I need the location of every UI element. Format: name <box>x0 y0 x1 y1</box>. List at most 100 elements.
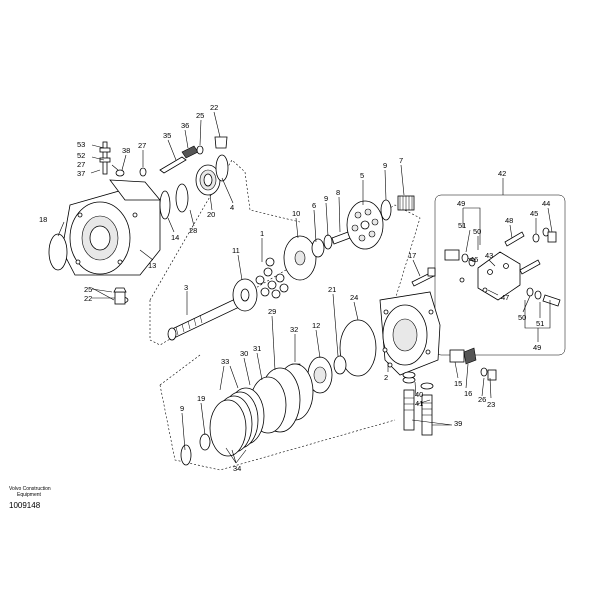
ball-guide <box>311 238 325 258</box>
callout-27-left: 27 <box>77 160 85 169</box>
callout-25-lower: 25 <box>84 285 92 294</box>
valve-block <box>477 251 521 301</box>
callout-36: 36 <box>181 121 189 130</box>
shim <box>323 234 333 250</box>
callout-25-upper: 25 <box>196 111 204 120</box>
callout-labels: 1 2 3 4 5 6 7 8 9 9 9 10 11 12 13 14 15 … <box>39 103 550 473</box>
callout-37: 37 <box>77 169 85 178</box>
bushing <box>196 145 204 155</box>
callout-34: 34 <box>233 464 241 473</box>
callout-7: 7 <box>399 156 403 165</box>
plug-washer <box>115 169 125 177</box>
callout-15: 15 <box>454 379 462 388</box>
motor-housing <box>61 179 161 276</box>
callout-43: 43 <box>485 251 493 260</box>
callout-6: 6 <box>312 201 316 210</box>
callout-48: 48 <box>505 216 513 225</box>
snap-ring <box>48 233 68 271</box>
callout-42: 42 <box>498 169 506 178</box>
collar <box>159 190 171 220</box>
relief-plug <box>99 141 111 175</box>
assembly-boundary-lower <box>159 354 396 471</box>
callout-50-bottom: 50 <box>518 313 526 322</box>
callout-32: 32 <box>290 325 298 334</box>
callout-23: 23 <box>487 400 495 409</box>
o-ring <box>380 199 392 221</box>
callout-12: 12 <box>312 321 320 330</box>
drawing-number: 1009148 <box>9 501 41 510</box>
bearing <box>195 164 221 196</box>
callout-44: 44 <box>542 199 550 208</box>
callout-9-upper: 9 <box>383 161 387 170</box>
callout-14: 14 <box>171 233 179 242</box>
callout-51-bottom: 51 <box>536 319 544 328</box>
callout-22-upper: 22 <box>210 103 218 112</box>
callout-47: 47 <box>501 293 509 302</box>
valve-plate <box>333 355 347 375</box>
drain-plug <box>114 291 126 305</box>
callout-20: 20 <box>207 210 215 219</box>
callout-9-lower: 9 <box>180 404 184 413</box>
callout-16: 16 <box>464 389 472 398</box>
callout-40: 40 <box>415 390 423 399</box>
plug-o-ring <box>480 367 488 377</box>
coil-spring <box>397 195 415 211</box>
brake-piston-shaft <box>159 145 199 174</box>
callout-50-top: 50 <box>473 227 481 236</box>
brake-piston <box>307 356 333 394</box>
callout-38: 38 <box>122 146 130 155</box>
callout-1: 1 <box>260 229 264 238</box>
callout-10: 10 <box>292 209 300 218</box>
callout-41: 41 <box>415 399 423 408</box>
valve-plug <box>487 369 497 381</box>
pin <box>382 347 388 353</box>
callout-52: 52 <box>77 151 85 160</box>
callout-29: 29 <box>268 307 276 316</box>
callout-24: 24 <box>350 293 358 302</box>
pin-2 <box>387 362 393 368</box>
bleed-plug <box>214 136 228 149</box>
callout-22-lower: 22 <box>84 294 92 303</box>
drawing-caption: Volvo Construction Equipment 1009148 <box>9 486 51 510</box>
callout-17: 17 <box>408 251 416 260</box>
callout-4: 4 <box>230 203 234 212</box>
piston-assembly <box>255 257 289 299</box>
thrust-ring <box>199 433 211 451</box>
check-valve <box>449 347 477 365</box>
callout-8: 8 <box>336 188 340 197</box>
callout-30: 30 <box>240 349 248 358</box>
callout-27-right: 27 <box>138 141 146 150</box>
leader-lines <box>57 111 553 464</box>
callout-28: 28 <box>189 226 197 235</box>
callout-53: 53 <box>77 140 85 149</box>
callout-49-top: 49 <box>457 199 465 208</box>
manufacturer-subtitle: Equipment <box>17 492 41 498</box>
callout-31: 31 <box>253 344 261 353</box>
seal-ring <box>215 154 229 182</box>
cylinder-block <box>346 200 384 250</box>
callout-35: 35 <box>163 131 171 140</box>
washer <box>139 167 147 177</box>
rear-cover <box>379 291 441 376</box>
swash-plate-bore <box>240 288 250 302</box>
callout-21: 21 <box>328 285 336 294</box>
drain-plug-head <box>113 287 127 293</box>
assembly-boundary-upper <box>149 159 421 346</box>
callout-49-bottom: 49 <box>533 343 541 352</box>
retainer-ring <box>175 183 189 213</box>
retainer-plate-hub <box>294 250 306 266</box>
callout-2: 2 <box>384 373 388 382</box>
callout-9-mid: 9 <box>324 194 328 203</box>
relief-valve-left <box>402 371 416 431</box>
callout-51-top: 51 <box>458 221 466 230</box>
manufacturer-name: Volvo Construction <box>9 486 51 492</box>
callout-5: 5 <box>360 171 364 180</box>
cover-bolt <box>411 267 436 287</box>
callout-3: 3 <box>184 283 188 292</box>
callout-18: 18 <box>39 215 47 224</box>
callout-26: 26 <box>478 395 486 404</box>
callout-13: 13 <box>148 261 156 270</box>
callout-19: 19 <box>197 394 205 403</box>
valve-fittings <box>444 227 561 307</box>
